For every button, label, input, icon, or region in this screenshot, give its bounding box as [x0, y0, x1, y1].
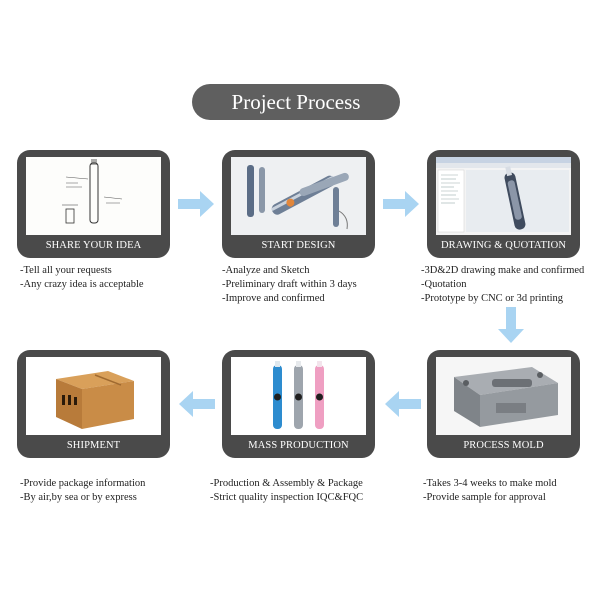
arrow-down-icon: [498, 307, 524, 343]
step-notes-process-mold: -Takes 3-4 weeks to make mold -Provide s…: [423, 477, 557, 505]
note-item: -Takes 3-4 weeks to make mold: [423, 478, 557, 489]
step-label: SHARE YOUR IDEA: [45, 240, 142, 251]
step-notes-shipment: -Provide package information -By air,by …: [20, 477, 145, 505]
note-item: -Any crazy idea is acceptable: [20, 279, 144, 290]
sketch-image: [26, 157, 161, 235]
note-item: -3D&2D drawing make and confirmed: [421, 265, 585, 276]
step-card-start-design: START DESIGN: [222, 150, 375, 258]
note-item: -Quotation: [421, 279, 467, 290]
step-notes-mass-production: -Production & Assembly & Package -Strict…: [210, 477, 363, 505]
note-item: -Preliminary draft within 3 days: [222, 279, 357, 290]
arrow-left-icon: [179, 391, 215, 417]
note-item: -Provide package information: [20, 478, 146, 489]
note-item: -Analyze and Sketch: [222, 265, 310, 276]
step-notes-share-idea: -Tell all your requests -Any crazy idea …: [20, 264, 144, 292]
note-item: -Improve and confirmed: [222, 293, 325, 304]
step-card-shipment: SHIPMENT: [17, 350, 170, 458]
note-item: -Provide sample for approval: [423, 492, 546, 503]
page-title: Project Process: [192, 84, 400, 120]
step-card-process-mold: PROCESS MOLD: [427, 350, 580, 458]
cardboard-box-image: [26, 357, 161, 435]
toothbrushes-image: [231, 357, 366, 435]
arrow-right-icon: [383, 191, 419, 217]
note-item: -Strict quality inspection IQC&FQC: [210, 492, 364, 503]
design-render-image: [231, 157, 366, 235]
step-label: PROCESS MOLD: [463, 440, 544, 451]
step-card-mass-production: MASS PRODUCTION: [222, 350, 375, 458]
mold-image: [436, 357, 571, 435]
note-item: -Prototype by CNC or 3d printing: [421, 293, 564, 304]
arrow-right-icon: [178, 191, 214, 217]
note-item: -Tell all your requests: [20, 265, 112, 276]
step-label: SHIPMENT: [66, 440, 121, 451]
step-card-share-idea: SHARE YOUR IDEA: [17, 150, 170, 258]
step-card-drawing-quotation: DRAWING & QUOTATION: [427, 150, 580, 258]
step-label: MASS PRODUCTION: [248, 440, 349, 451]
step-label: START DESIGN: [261, 240, 336, 251]
step-notes-start-design: -Analyze and Sketch -Preliminary draft w…: [222, 264, 357, 306]
note-item: -Production & Assembly & Package: [210, 478, 363, 489]
step-label: DRAWING & QUOTATION: [440, 240, 567, 251]
arrow-left-icon: [385, 391, 421, 417]
cad-screenshot-image: [436, 157, 571, 235]
step-notes-drawing-quotation: -3D&2D drawing make and confirmed -Quota…: [421, 264, 584, 306]
note-item: -By air,by sea or by express: [20, 492, 137, 503]
